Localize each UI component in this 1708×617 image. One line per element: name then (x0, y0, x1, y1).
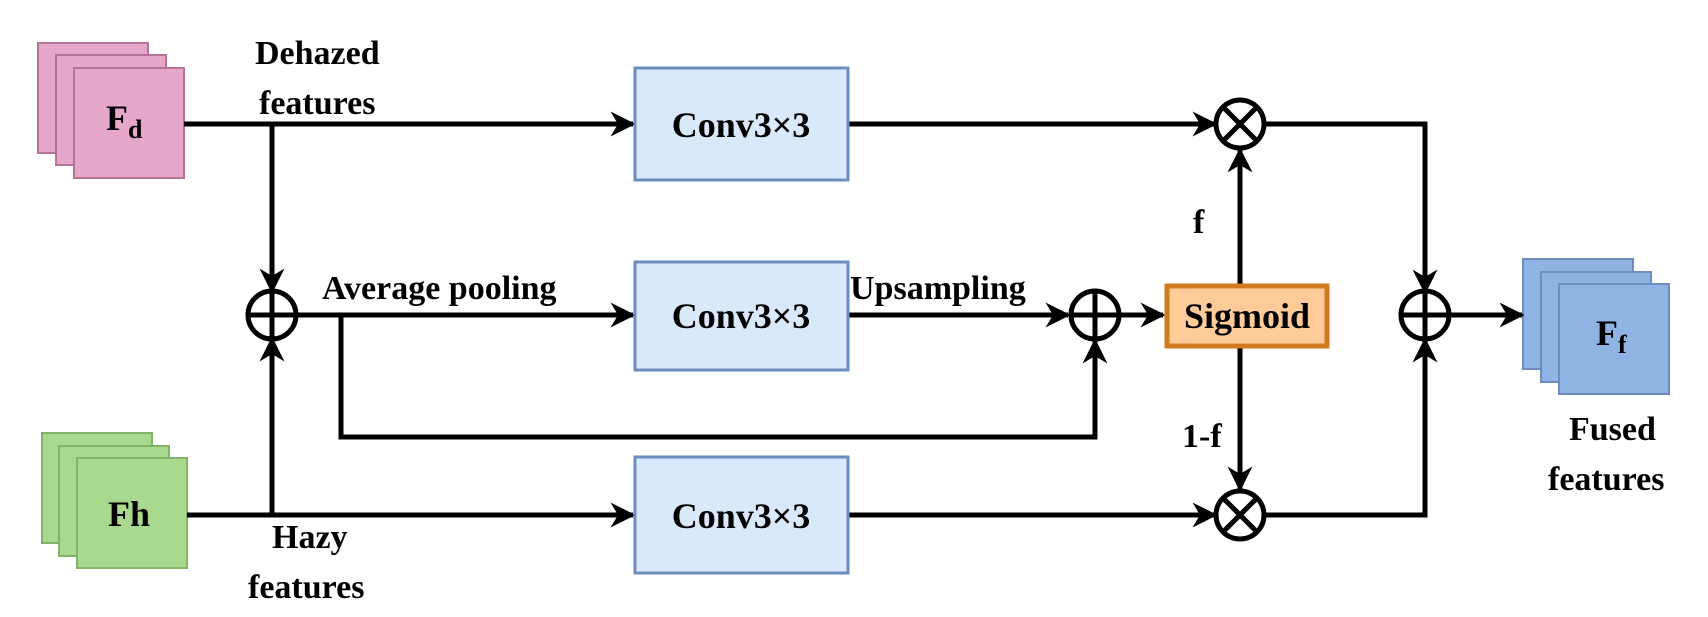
hazy-caption-line1: Hazy (272, 519, 348, 556)
dehazed-feature-stack: Fd (37, 42, 185, 179)
conv-block-top: Conv3×3 (633, 66, 850, 182)
fused-caption-line2: features (1548, 461, 1664, 498)
add-operator-middle (1068, 288, 1122, 342)
dehazed-caption-line1: Dehazed (255, 35, 380, 72)
fused-caption-line1: Fused (1569, 411, 1656, 448)
hazy-caption-line2: features (248, 569, 364, 606)
dehazed-symbol: Fd (106, 98, 143, 144)
add-operator-right (1398, 288, 1452, 342)
dehazed-caption-line2: features (259, 85, 375, 122)
f-label: f (1193, 204, 1205, 241)
add-operator-left (245, 288, 299, 342)
sigmoid-block: Sigmoid (1164, 283, 1330, 349)
conv-block-bottom-label: Conv3×3 (672, 496, 811, 536)
conv-block-middle-label: Conv3×3 (672, 296, 811, 336)
upsampling-label: Upsampling (850, 270, 1026, 307)
fused-symbol: Ff (1596, 313, 1627, 359)
multiply-operator-top (1213, 97, 1267, 151)
sigmoid-label: Sigmoid (1184, 296, 1310, 336)
connections (184, 111, 1525, 528)
conv-block-top-label: Conv3×3 (672, 105, 811, 145)
average-pooling-label: Average pooling (322, 270, 557, 307)
hazy-symbol: Fh (108, 494, 150, 534)
fused-feature-stack: Ff (1522, 258, 1670, 395)
multiply-operator-bottom (1213, 488, 1267, 542)
one-minus-f-label: 1-f (1182, 418, 1222, 455)
conv-block-bottom: Conv3×3 (633, 455, 850, 575)
conv-block-middle: Conv3×3 (633, 260, 850, 372)
hazy-feature-stack: Fh (41, 432, 188, 569)
